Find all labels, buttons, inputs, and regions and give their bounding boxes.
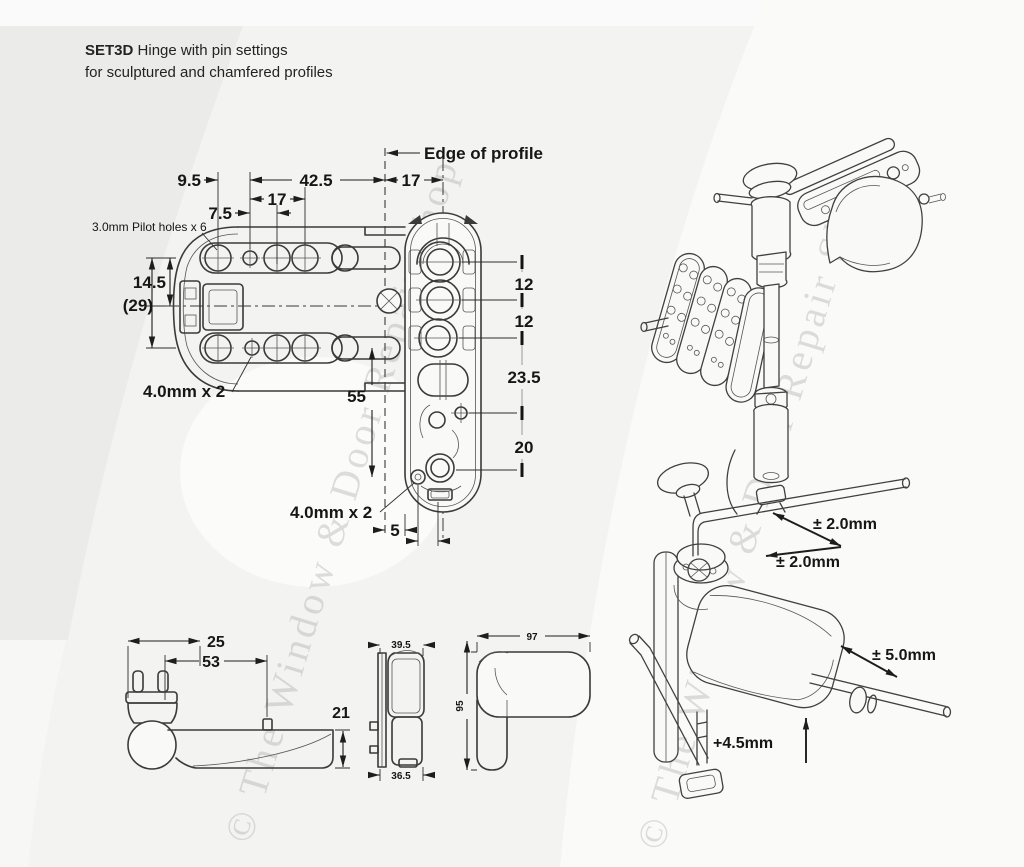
dim-17-edge: 17 — [402, 171, 421, 190]
dim-20: 20 — [515, 438, 534, 457]
frame-plate-drawing — [376, 212, 482, 513]
drawing-title: SET3D Hinge with pin settings for sculpt… — [85, 40, 425, 84]
label-edge-of-profile: Edge of profile — [424, 144, 543, 163]
label-plus-minus-5: ± 5.0mm — [872, 647, 936, 664]
main-view-dimensions: 9.5 42.5 17 17 7.5 Edge of profile 14.5 … — [92, 144, 543, 769]
side-view-drawing: 25 53 21 — [125, 634, 350, 770]
label-pin-top: 4.0mm x 2 — [143, 382, 225, 401]
dim-36-5: 36.5 — [391, 771, 411, 782]
dim-14-5: 14.5 — [133, 273, 166, 292]
dim-97: 97 — [526, 632, 538, 643]
dim-12-b: 12 — [515, 312, 534, 331]
dim-12-a: 12 — [515, 275, 534, 294]
dim-21: 21 — [332, 705, 350, 722]
edge-view-drawing: 39.5 36.5 — [368, 640, 435, 782]
lateral-adjust-arrow-lower — [765, 546, 842, 558]
dim-9-5: 9.5 — [177, 171, 201, 190]
dim-55: 55 — [347, 387, 366, 406]
dim-5: 5 — [390, 521, 399, 540]
title-product: SET3D — [85, 42, 134, 59]
dim-7-5: 7.5 — [208, 204, 232, 223]
exploded-view-drawing — [640, 137, 946, 515]
dim-29: (29) — [123, 296, 153, 315]
label-pin-bottom: 4.0mm x 2 — [290, 503, 372, 522]
dim-95: 95 — [455, 700, 466, 712]
front-view-drawing: 97 95 — [455, 632, 591, 771]
dim-17-top: 17 — [268, 190, 287, 209]
label-pilot-holes: 3.0mm Pilot holes x 6 — [92, 220, 207, 234]
dim-53: 53 — [202, 654, 220, 671]
dim-23-5: 23.5 — [507, 368, 540, 387]
dim-39-5: 39.5 — [391, 640, 411, 651]
dim-25: 25 — [207, 634, 225, 651]
title-line1: SET3D Hinge with pin settings — [85, 40, 425, 62]
plan-view-drawing — [166, 148, 460, 540]
label-plus-4-5: +4.5mm — [713, 735, 773, 752]
adjustment-view-drawing: ± 2.0mm ± 2.0mm ± 5.0mm +4.5mm — [628, 462, 952, 799]
label-plus-minus-2-upper: ± 2.0mm — [813, 516, 877, 533]
title-line2: for sculptured and chamfered profiles — [85, 63, 333, 81]
label-plus-minus-2-lower: ± 2.0mm — [776, 554, 840, 571]
dim-42-5: 42.5 — [299, 171, 332, 190]
compression-adjust-arrow — [840, 645, 898, 678]
lateral-adjust-arrow-upper — [772, 512, 842, 547]
title-line1-rest: Hinge with pin settings — [133, 42, 288, 59]
